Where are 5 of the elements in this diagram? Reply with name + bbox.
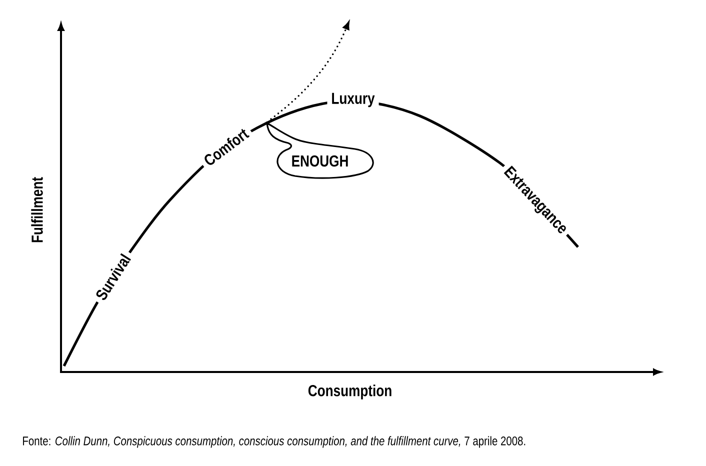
curve-label: Luxury bbox=[327, 92, 379, 108]
speech-bubble: ENOUGH bbox=[266, 122, 374, 179]
axis-title: Consumption bbox=[308, 384, 392, 400]
axis-title: Fulfillment bbox=[31, 177, 43, 242]
caption: Fonte: Collin Dunn, Conspicuous consumption, conscious consumption, and the fulfillment curve, 7 aprile 2008. bbox=[23, 436, 526, 448]
